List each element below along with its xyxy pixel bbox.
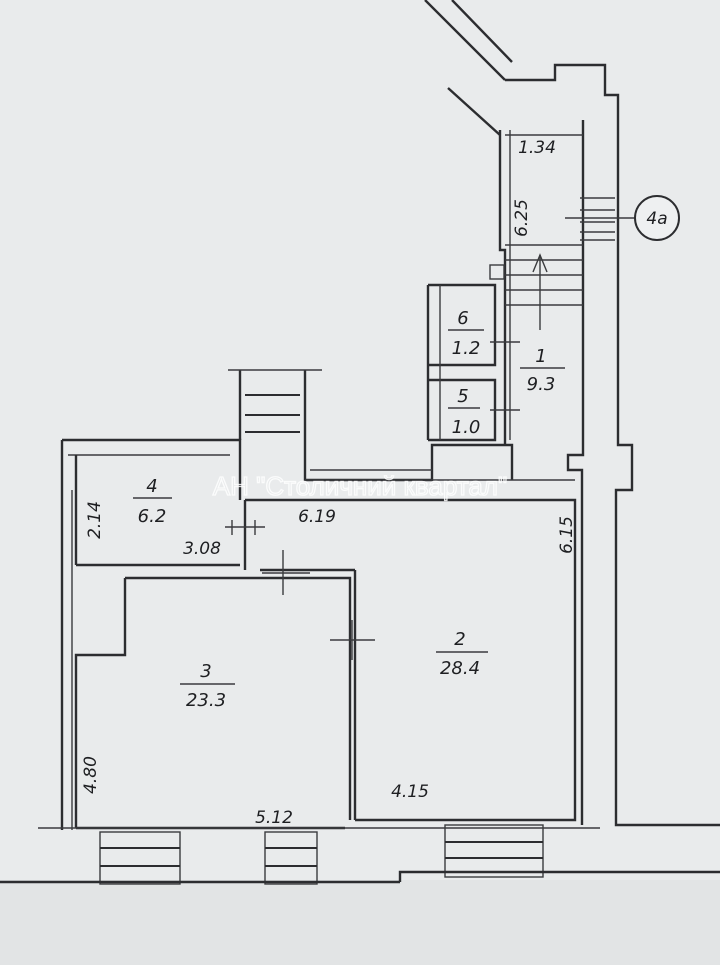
main-walls	[38, 438, 600, 830]
entrance-steps	[0, 824, 720, 885]
watermark: АН "Столичний квартал"	[213, 471, 507, 501]
dimension-label: 4.15	[391, 782, 429, 802]
room-6-number: 6	[457, 308, 468, 329]
room-2-area: 28.4	[440, 658, 480, 679]
dimension-label: 1.34	[518, 138, 556, 158]
dimension-label: 4.80	[81, 756, 101, 794]
room-4-area: 6.2	[138, 506, 167, 527]
dimension-label: 6.25	[512, 199, 532, 237]
dimension-label: 5.12	[255, 808, 293, 828]
door-marks	[225, 341, 520, 660]
room-1-area: 9.3	[527, 374, 556, 395]
room-6: 6 1.2	[448, 308, 484, 359]
axis-marker: 4a	[634, 195, 680, 241]
room-4: 4 6.2	[133, 476, 172, 527]
diagonal-wall	[424, 0, 513, 136]
room-5-number: 5	[457, 386, 468, 407]
dimension-label: 6.19	[298, 507, 336, 527]
room-1: 1 9.3	[520, 346, 565, 395]
stair-corridor	[489, 197, 635, 330]
room-3-number: 3	[200, 661, 211, 682]
dimension-label: 6.15	[557, 516, 577, 554]
room-2: 2 28.4	[436, 629, 488, 679]
dimension-label: 3.08	[183, 539, 221, 559]
outer-walls	[498, 63, 720, 827]
room-6-area: 1.2	[452, 338, 481, 359]
room-4-number: 4	[146, 476, 157, 497]
stair-tower	[228, 369, 322, 440]
room-2-number: 2	[454, 629, 465, 650]
room-3-area: 23.3	[186, 690, 226, 711]
room-5: 5 1.0	[448, 386, 480, 438]
room-3: 3 23.3	[180, 661, 235, 711]
room-1-number: 1	[535, 346, 546, 367]
room-5-area: 1.0	[452, 417, 481, 438]
dimension-label: 2.14	[85, 501, 105, 539]
axis-marker-label: 4a	[646, 209, 667, 229]
